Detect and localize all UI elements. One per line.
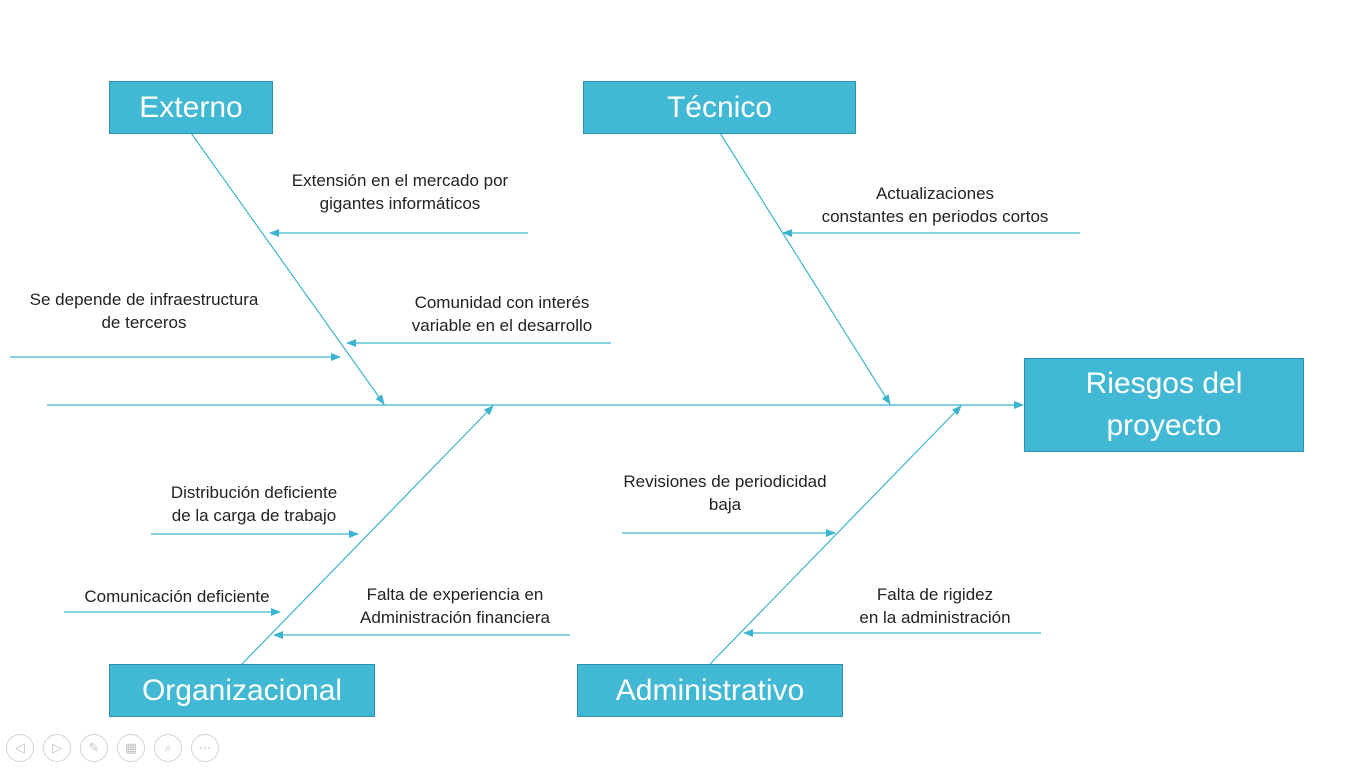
category-tecnico: Técnico xyxy=(583,81,856,134)
category-organizacional-label: Organizacional xyxy=(141,673,343,707)
more-options-button[interactable]: ⋯ xyxy=(191,734,219,762)
cause-administrativo-2: Falta de rigidez en la administración xyxy=(859,585,1011,627)
bone-tecnico xyxy=(719,132,891,405)
slides-overview-button[interactable]: ▦ xyxy=(117,734,145,762)
effect-label: Riesgos del proyecto xyxy=(1085,367,1243,442)
slide-controls: ▷ ▷ ✎ ▦ ⌕ ⋯ xyxy=(6,734,219,762)
previous-slide-icon: ▷ xyxy=(15,740,25,755)
cause-externo-3: Comunidad con interés variable en el des… xyxy=(411,293,593,335)
cause-administrativo-1: Revisiones de periodicidad baja xyxy=(623,472,827,514)
pen-button[interactable]: ✎ xyxy=(80,734,108,762)
cause-organizacional-3: Falta de experiencia en Administración f… xyxy=(360,585,550,627)
cause-tecnico-1: Actualizaciones constantes en periodos c… xyxy=(821,184,1049,226)
category-organizacional: Organizacional xyxy=(109,664,375,717)
bone-externo xyxy=(190,132,385,405)
previous-slide-button[interactable]: ▷ xyxy=(6,734,34,762)
next-slide-icon: ▷ xyxy=(52,740,62,755)
effect-box: Riesgos del proyecto xyxy=(1024,358,1304,452)
category-administrativo-label: Administrativo xyxy=(615,673,805,707)
cause-organizacional-2: Comunicación deficiente xyxy=(84,587,270,606)
zoom-button[interactable]: ⌕ xyxy=(154,734,182,762)
cause-externo-1: Extensión en el mercado por gigantes inf… xyxy=(291,171,509,213)
category-administrativo: Administrativo xyxy=(577,664,843,717)
cause-externo-2: Se depende de infraestructura de tercero… xyxy=(29,290,259,332)
category-externo: Externo xyxy=(109,81,273,134)
pen-icon: ✎ xyxy=(88,740,100,755)
category-tecnico-label: Técnico xyxy=(666,90,773,124)
category-externo-label: Externo xyxy=(139,90,243,124)
zoom-icon: ⌕ xyxy=(164,740,172,755)
next-slide-button[interactable]: ▷ xyxy=(43,734,71,762)
more-options-icon: ⋯ xyxy=(198,740,212,755)
slides-overview-icon: ▦ xyxy=(124,740,138,755)
bone-organizacional xyxy=(241,405,494,665)
cause-organizacional-1: Distribución deficiente de la carga de t… xyxy=(170,483,338,525)
